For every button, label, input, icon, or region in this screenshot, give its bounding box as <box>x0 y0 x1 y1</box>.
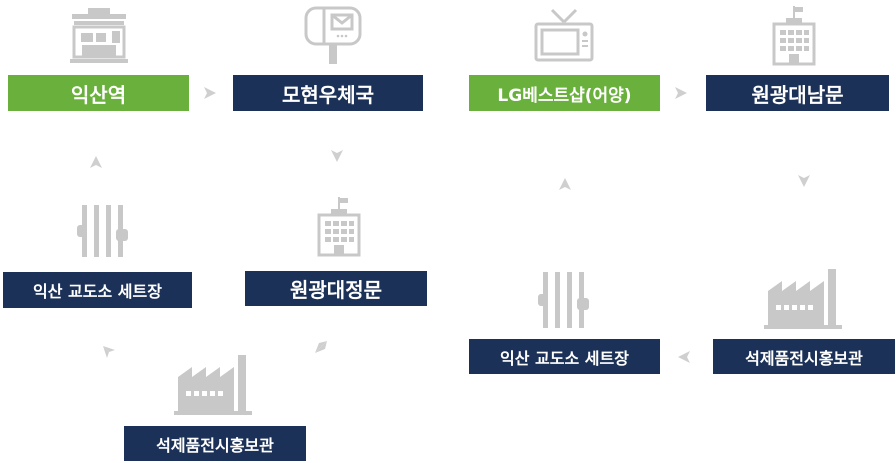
factory-icon <box>764 269 842 329</box>
arrow-up-left-icon <box>103 346 115 358</box>
university-building-icon <box>317 197 361 257</box>
iksan-prison-set-label: 익산 교도소 세트장 <box>3 272 192 308</box>
arrow-right-icon <box>204 87 216 99</box>
station-building-icon <box>70 8 128 63</box>
wonkwang-south-gate-label: 원광대남문 <box>706 75 889 111</box>
arrow-up-icon <box>90 156 102 168</box>
factory-icon <box>174 355 252 415</box>
arrow-down-left-icon <box>315 341 327 353</box>
arrow-up-icon <box>559 178 571 190</box>
arrow-right-icon <box>675 87 687 99</box>
arrow-down-icon <box>331 150 343 162</box>
arrow-down-icon <box>798 175 810 187</box>
mailbox-icon <box>304 6 362 64</box>
lg-bestshop-label: LG베스트샵(어양) <box>469 75 660 111</box>
prison-bars-icon <box>77 205 128 257</box>
university-building-icon <box>772 6 816 66</box>
arrow-left-icon <box>678 351 690 363</box>
tv-icon <box>534 8 594 62</box>
mohyeon-post-office-label: 모현우체국 <box>233 75 423 111</box>
iksan-prison-set-label: 익산 교도소 세트장 <box>469 339 660 374</box>
stone-products-museum-label: 석제품전시홍보관 <box>124 426 306 461</box>
wonkwang-main-gate-label: 원광대정문 <box>245 271 427 306</box>
iksan-station-label: 익산역 <box>8 75 189 111</box>
prison-bars-icon <box>538 272 589 328</box>
stone-products-museum-label: 석제품전시홍보관 <box>713 339 895 374</box>
